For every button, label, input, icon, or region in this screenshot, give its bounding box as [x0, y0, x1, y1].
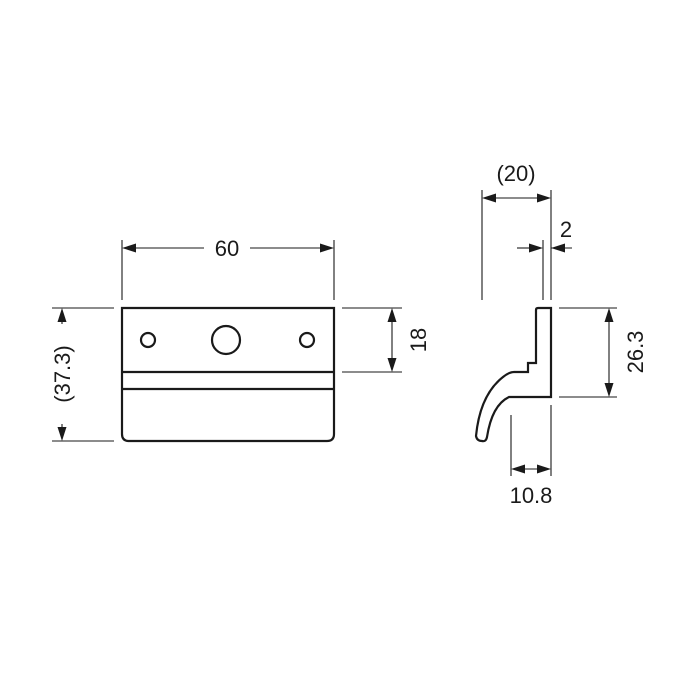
arrowhead	[604, 383, 614, 397]
arrowhead	[529, 243, 543, 253]
dimension-thickness: 2	[517, 217, 572, 300]
dimension-label-hook-height: 26.3	[623, 331, 648, 374]
arrowhead	[387, 308, 397, 322]
arrowhead	[604, 308, 614, 322]
hook-profile	[474, 306, 553, 443]
mounting-hole-right	[298, 331, 316, 349]
dimension-label-hook-depth: 10.8	[510, 483, 553, 508]
dimension-label-width: 60	[215, 236, 239, 261]
arrowhead	[387, 358, 397, 372]
dimension-label-total-height: (37.3)	[50, 345, 75, 402]
arrowhead	[320, 243, 334, 253]
arrowhead	[57, 427, 67, 441]
arrowhead	[537, 193, 551, 203]
arrowhead	[122, 243, 136, 253]
dimension-label-hole-height: 18	[406, 328, 431, 352]
dimension-width: 60	[121, 236, 335, 300]
dimension-depth: (20)	[481, 161, 552, 300]
dimension-hook-depth: 10.8	[510, 405, 553, 508]
dimension-label-thickness: 2	[560, 217, 572, 242]
mounting-hole-center	[210, 324, 242, 356]
arrowhead	[537, 464, 551, 474]
front-view	[120, 306, 336, 443]
arrowhead	[511, 464, 525, 474]
dimension-hook-height: 26.3	[559, 307, 648, 398]
dimension-total-height: (37.3)	[50, 307, 114, 442]
arrowhead	[551, 243, 565, 253]
dimension-label-depth: (20)	[496, 161, 535, 186]
mounting-hole-left	[139, 331, 157, 349]
side-view	[474, 306, 553, 443]
plate-outline	[120, 306, 336, 443]
arrowhead	[482, 193, 496, 203]
dimension-hole-height: 18	[342, 307, 431, 373]
arrowhead	[57, 308, 67, 322]
